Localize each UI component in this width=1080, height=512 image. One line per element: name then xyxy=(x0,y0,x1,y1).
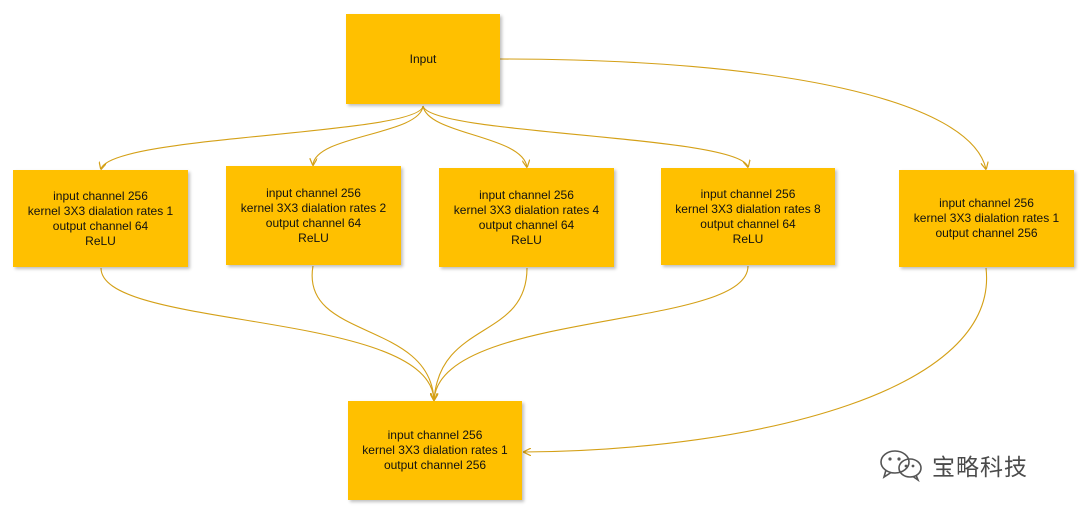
branch-1-line-1: input channel 256 xyxy=(53,188,148,203)
input-node: Input xyxy=(346,14,500,104)
output-line-1: input channel 256 xyxy=(387,428,483,442)
branch-1-line-3: output channel 64 xyxy=(52,218,149,233)
branch-2-line-3: output channel 64 xyxy=(265,215,362,230)
connector-input-branch-4 xyxy=(422,105,748,167)
branch-node-5: input channel 256 kernel 3X3 dialation r… xyxy=(899,170,1074,267)
branch-5-line-2: kernel 3X3 dialation rates 1 xyxy=(913,211,1060,225)
branch-2-line-4: ReLU xyxy=(298,230,329,245)
connector-branch-3-output xyxy=(434,267,528,400)
branch-2-line-2: kernel 3X3 dialation rates 2 xyxy=(240,200,387,215)
connector-branch-1-output xyxy=(100,267,434,400)
connector-input-branch-3 xyxy=(422,105,527,167)
branch-2-line-1: input channel 256 xyxy=(266,185,361,200)
wechat-icon xyxy=(880,450,922,482)
branch-node-4: input channel 256 kernel 3X3 dialation r… xyxy=(661,168,835,265)
branch-5-line-3: output channel 256 xyxy=(935,226,1038,240)
branch-5-line-1: input channel 256 xyxy=(939,196,1034,210)
branch-node-3: input channel 256 kernel 3X3 dialation r… xyxy=(439,168,614,267)
connector-input-branch-2 xyxy=(313,105,424,165)
output-node: input channel 256 kernel 3X3 dialation r… xyxy=(348,401,522,500)
connector-branch-5-output xyxy=(524,267,988,452)
input-node-label: Input xyxy=(409,51,437,66)
branch-3-line-4: ReLU xyxy=(511,232,542,247)
watermark: 宝略科技 xyxy=(878,448,1028,482)
branch-1-line-4: ReLU xyxy=(85,233,116,248)
branch-3-line-2: kernel 3X3 dialation rates 4 xyxy=(453,202,600,217)
branch-3-line-1: input channel 256 xyxy=(479,187,574,202)
connector-branch-4-output xyxy=(434,265,749,400)
branch-4-line-1: input channel 256 xyxy=(700,186,796,201)
connector-input-branch-5 xyxy=(499,58,986,169)
output-line-2: kernel 3X3 dialation rates 1 xyxy=(362,443,508,457)
branch-3-line-3: output channel 64 xyxy=(478,217,575,232)
branch-node-2: input channel 256 kernel 3X3 dialation r… xyxy=(226,166,401,265)
connector-branch-2-output xyxy=(311,265,434,400)
branch-1-line-2: kernel 3X3 dialation rates 1 xyxy=(27,203,174,218)
branch-4-line-2: kernel 3X3 dialation rates 8 xyxy=(675,201,821,216)
branch-node-1: input channel 256 kernel 3X3 dialation r… xyxy=(13,170,188,267)
watermark-text: 宝略科技 xyxy=(932,455,1028,481)
output-line-3: output channel 256 xyxy=(383,458,487,472)
branch-4-line-4: ReLU xyxy=(732,231,764,246)
branch-4-line-3: output channel 64 xyxy=(700,216,796,231)
connector-input-branch-1 xyxy=(101,105,424,169)
